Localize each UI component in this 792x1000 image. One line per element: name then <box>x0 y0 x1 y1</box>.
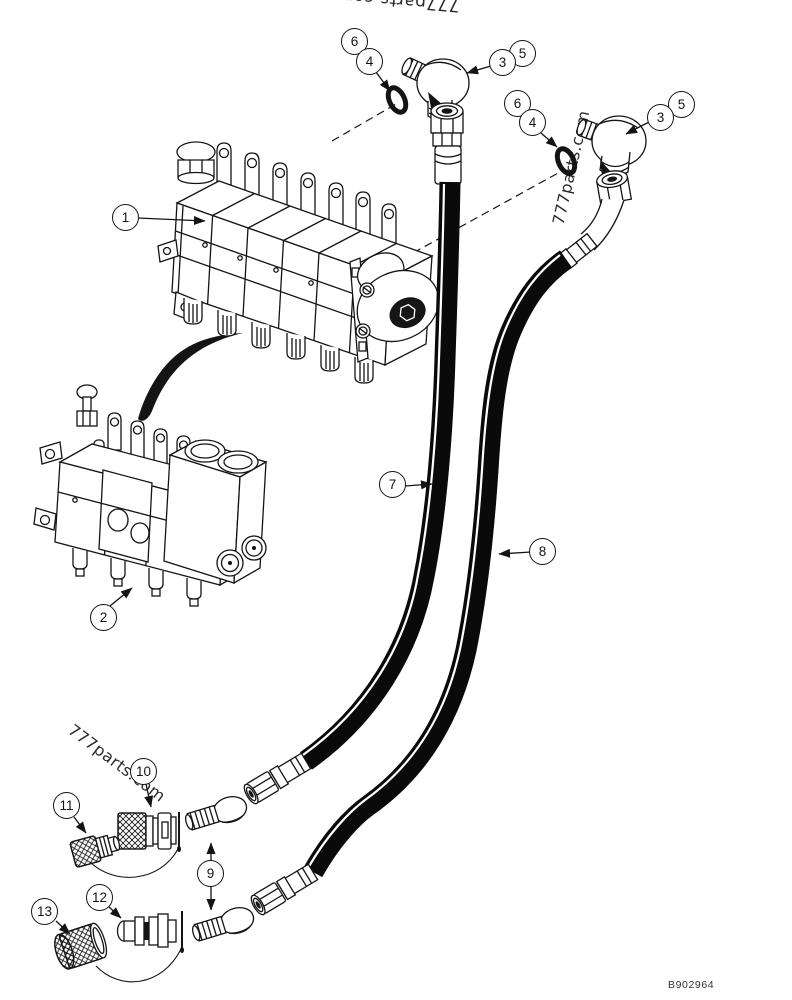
callout-4-top: 4 <box>356 48 383 75</box>
callout-13: 13 <box>31 898 58 925</box>
callout-7: 7 <box>379 471 406 498</box>
hose-item7 <box>299 181 461 770</box>
figure-code: B902964 <box>668 979 715 991</box>
backhoe-valve-drawing-item2 <box>33 384 268 607</box>
dust-plug-item11 <box>69 834 179 878</box>
o-ring-top <box>385 85 409 115</box>
callout-4-right: 4 <box>519 109 546 136</box>
callout-3-right: 3 <box>647 104 674 131</box>
elbow-fitting-right <box>554 115 647 269</box>
valve-bank-drawing-item1 <box>157 141 440 384</box>
callout-3-top: 3 <box>489 49 516 76</box>
o-ring-right <box>554 146 578 176</box>
elbow-fitting-top <box>385 57 470 185</box>
callout-2: 2 <box>90 604 117 631</box>
callout-arrows <box>55 65 650 935</box>
callout-6-top: 6 <box>341 28 368 55</box>
hose-item8 <box>303 250 573 878</box>
hose-end-upper <box>176 742 317 849</box>
dust-cap-item13 <box>54 922 182 983</box>
male-nipple-item12 <box>116 911 184 953</box>
callout-1: 1 <box>112 204 139 231</box>
callout-12: 12 <box>86 884 113 911</box>
callout-8: 8 <box>529 538 556 565</box>
swoosh-arrow <box>138 333 243 421</box>
callout-10: 10 <box>130 758 157 785</box>
dashed-leader-lines <box>331 103 561 260</box>
callout-9: 9 <box>197 860 224 887</box>
callout-11: 11 <box>53 792 80 819</box>
quick-coupler-item10 <box>117 812 181 852</box>
